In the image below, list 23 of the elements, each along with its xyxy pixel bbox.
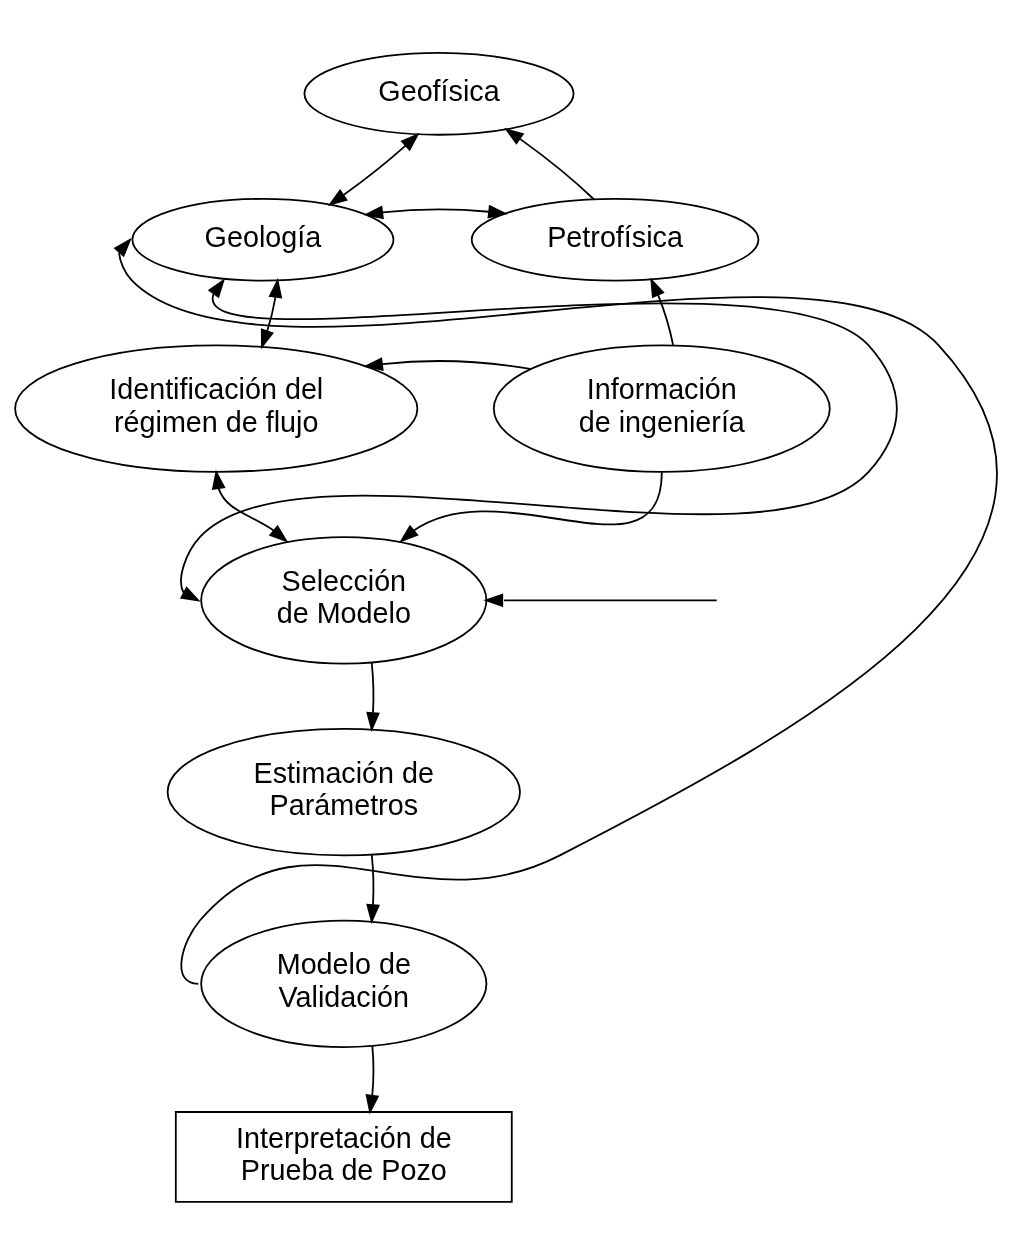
node-ellipse: Información de ingeniería (492, 344, 831, 473)
arrow (483, 592, 718, 607)
node-ellipse: Geología (131, 197, 395, 282)
node-ellipse: Identificación del régimen de flujo (14, 344, 419, 473)
arrow (211, 469, 289, 543)
node-ellipse: Modelo de Validación (200, 919, 488, 1048)
node-ellipse: Selección de Modelo (200, 535, 488, 664)
arrow (113, 237, 997, 985)
node-ellipse: Petrofísica (470, 197, 760, 282)
arrow (366, 661, 380, 732)
arrow (504, 127, 595, 200)
arrow (260, 277, 283, 349)
node-ellipse: Estimación de Parámetros (166, 727, 521, 856)
arrow (327, 132, 420, 206)
arrow (363, 356, 531, 371)
arrow (650, 276, 674, 346)
node-box: Interpretación de Prueba de Pozo (174, 1110, 513, 1203)
arrow (179, 277, 898, 602)
node-ellipse: Geofísica (303, 51, 575, 136)
arrow (365, 1044, 380, 1114)
arrow (363, 204, 508, 219)
arrow (366, 853, 380, 924)
arrow (399, 470, 663, 543)
